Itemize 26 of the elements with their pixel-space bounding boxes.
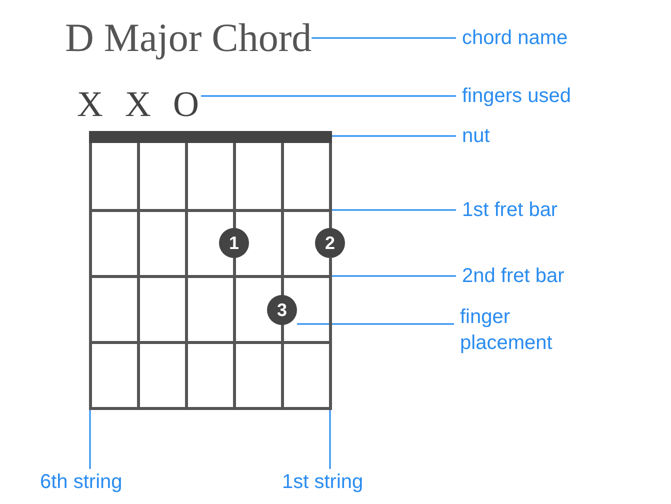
callout-label: chord name (462, 25, 568, 51)
callout-label: 1st fret bar (462, 197, 558, 223)
finger-dot: 1 (219, 228, 249, 258)
finger-dot: 3 (267, 295, 297, 325)
callout-label: fingers used (462, 83, 571, 109)
callout-label: nut (462, 123, 490, 149)
muted-string-mark: X (75, 84, 105, 124)
chord-title: D Major Chord (65, 16, 312, 60)
leader-line (89, 409, 91, 469)
string-line (328, 258, 332, 409)
leader-line (201, 95, 456, 97)
leader-line (329, 409, 331, 469)
open-string-mark: O (171, 84, 201, 124)
callout-label: 2nd fret bar (462, 263, 564, 289)
leader-line (297, 323, 454, 325)
muted-string-mark: X (123, 84, 153, 124)
callout-label: finger placement (460, 304, 580, 356)
callout-label: 6th string (40, 469, 122, 495)
nut-bar (88, 131, 332, 143)
string-line (88, 143, 92, 409)
leader-line (332, 275, 456, 277)
leader-line (332, 135, 456, 137)
finger-dot: 2 (315, 228, 345, 258)
callout-label: 1st string (282, 469, 364, 495)
leader-line (312, 37, 456, 39)
leader-line (332, 209, 456, 211)
